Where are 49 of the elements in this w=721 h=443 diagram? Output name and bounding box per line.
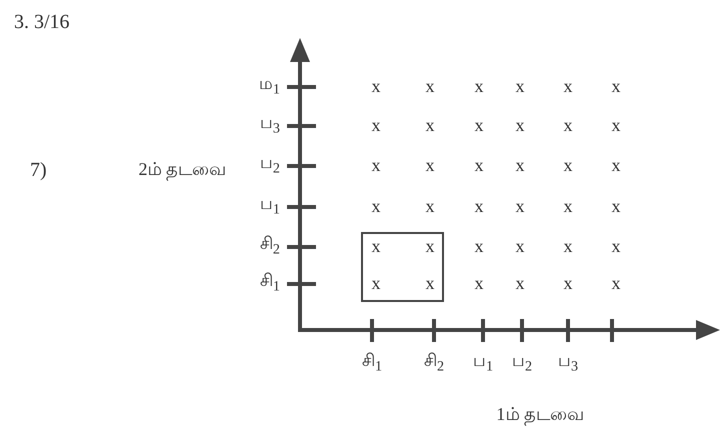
tick-label: ப$_{2}$ [260, 154, 280, 176]
answer-note: 3. 3/16 [14, 12, 70, 32]
tick-label: சி$_{1}$ [260, 272, 280, 294]
outcome-mark: x [564, 77, 572, 95]
outcome-mark: x [564, 116, 572, 134]
outcome-mark: x [612, 274, 620, 292]
outcome-mark: x [564, 274, 572, 292]
outcome-mark: x [474, 274, 484, 292]
outcome-mark: x [474, 77, 484, 95]
tick-label: ப$_{2}$ [512, 352, 532, 374]
outcome-mark: x [426, 274, 434, 292]
tick-label: ப$_{1}$ [472, 352, 494, 374]
outcome-mark: x [372, 237, 380, 255]
outcome-mark: x [516, 156, 524, 174]
question-number: 7) [30, 160, 47, 180]
outcome-mark: x [474, 116, 484, 134]
tick-label: சி$_{1}$ [362, 352, 382, 374]
outcome-mark: x [516, 237, 524, 255]
outcome-mark: x [612, 156, 620, 174]
tick-label: ப$_{3}$ [260, 114, 280, 136]
tick-label: ப$_{3}$ [558, 352, 578, 374]
outcome-mark: x [474, 197, 484, 215]
outcome-mark: x [372, 77, 380, 95]
outcome-mark: x [372, 197, 380, 215]
outcome-mark: x [372, 116, 380, 134]
outcome-mark: x [516, 197, 524, 215]
tick-label: ம$_{1}$ [258, 75, 280, 97]
outcome-mark: x [426, 156, 434, 174]
outcome-mark: x [612, 237, 620, 255]
tick-label: சி$_{2}$ [260, 235, 280, 257]
tick-label: ப$_{1}$ [260, 195, 280, 217]
outcome-mark: x [474, 237, 484, 255]
outcome-mark: x [372, 274, 380, 292]
outcome-mark: x [426, 77, 434, 95]
outcome-mark: x [516, 77, 524, 95]
outcome-mark: x [612, 116, 620, 134]
outcome-mark: x [612, 197, 620, 215]
outcome-mark: x [564, 156, 572, 174]
outcome-mark: x [564, 237, 572, 255]
outcome-mark: x [474, 156, 484, 174]
outcome-mark: x [426, 116, 434, 134]
outcome-mark: x [612, 77, 620, 95]
outcome-mark: x [426, 237, 434, 255]
outcome-mark: x [564, 197, 572, 215]
outcome-mark: x [516, 274, 524, 292]
outcome-mark: x [372, 156, 380, 174]
outcome-mark: x [516, 116, 524, 134]
outcome-mark: x [426, 197, 434, 215]
tick-label: சி$_{2}$ [424, 352, 444, 374]
